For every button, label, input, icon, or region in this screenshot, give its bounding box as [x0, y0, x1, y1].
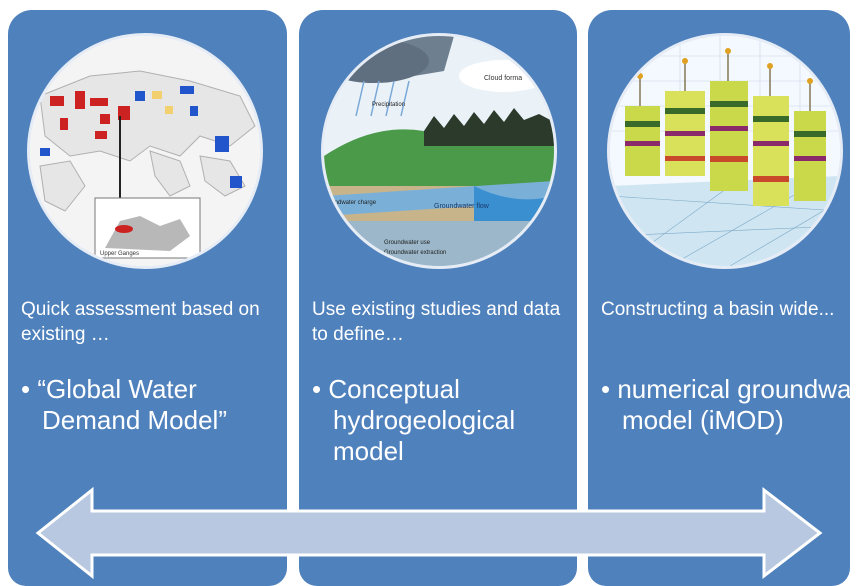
bullet-symbol: •	[21, 374, 31, 404]
groundwater-use-label: Groundwater use	[384, 240, 431, 246]
hydrological-cycle-illustration: Precipitation Cloud forma oundwater char…	[324, 36, 554, 266]
model-3d-image	[610, 36, 840, 266]
step-panel-conceptual-model: Precipitation Cloud forma oundwater char…	[299, 10, 577, 586]
step-heading: Use existing studies and data to define…	[312, 299, 561, 345]
bullet-symbol: •	[312, 374, 322, 404]
world-map-illustration: Upper Ganges	[30, 36, 260, 266]
world-map-image: Upper Ganges	[30, 36, 260, 266]
bullet-symbol: •	[601, 374, 611, 404]
step-bullet: • “Global Water Demand Model”	[21, 374, 302, 436]
step-panel-global-demand: Upper Ganges Quick assessment based on e…	[8, 10, 287, 586]
groundwater-flow-label: Groundwater flow	[434, 203, 490, 210]
bullet-text: numerical groundwater model (iMOD)	[617, 374, 856, 435]
recharge-label: oundwater charge	[328, 200, 377, 206]
step-heading: Quick assessment based on existing …	[21, 299, 260, 345]
hydrological-cycle-image: Precipitation Cloud forma oundwater char…	[324, 36, 554, 266]
bullet-text: “Global Water Demand Model”	[37, 374, 227, 435]
inset-label: Upper Ganges	[100, 251, 139, 257]
bullet-text: Conceptual hydrogeological model	[328, 374, 516, 466]
step-bullet: • Conceptual hydrogeological model	[312, 374, 593, 467]
groundwater-extraction-label: Groundwater extraction	[384, 250, 446, 256]
model-3d-illustration	[610, 36, 840, 266]
step-bullet: • numerical groundwater model (iMOD)	[601, 374, 856, 436]
precipitation-label: Precipitation	[372, 102, 405, 108]
step-panel-numerical-model: Constructing a basin wide... • numerical…	[588, 10, 856, 586]
cloud-label: Cloud forma	[484, 75, 522, 82]
step-heading: Constructing a basin wide...	[601, 299, 835, 320]
